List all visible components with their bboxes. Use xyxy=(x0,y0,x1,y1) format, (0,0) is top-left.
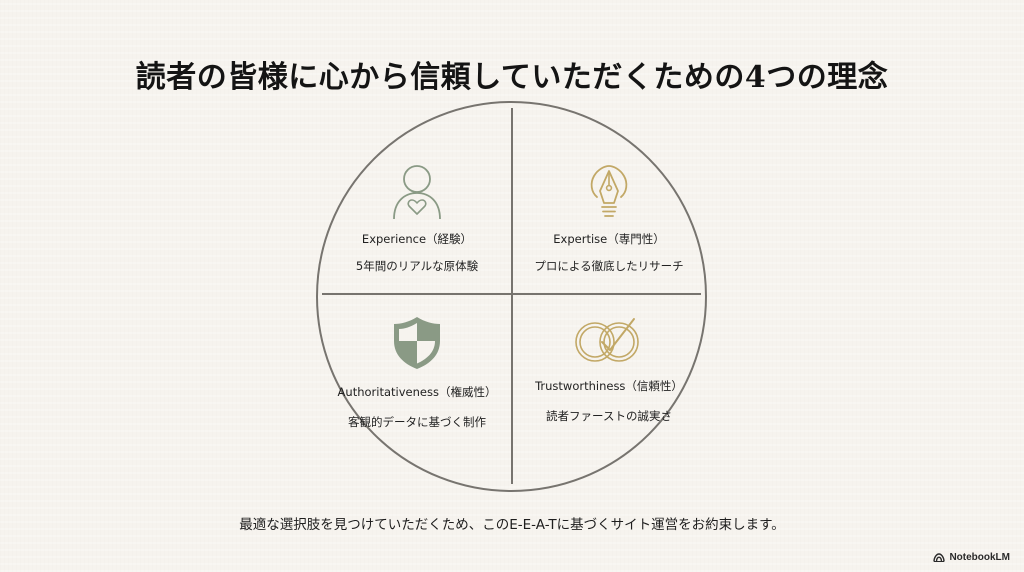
rings-check-icon xyxy=(575,318,639,362)
person-heart-icon xyxy=(393,165,441,220)
quadrant-heading: Trustworthiness（信頼性） xyxy=(535,379,683,393)
quadrant-heading: Experience（経験） xyxy=(361,232,473,246)
quadrant-expertise: Expertise（専門性） プロによる徹底したリサーチ xyxy=(514,163,704,275)
pen-nib-lightbulb-icon xyxy=(590,165,628,217)
eeat-circle-diagram: Experience（経験） 5年間のリアルな原体験 Expertise（専門性… xyxy=(316,101,707,492)
shield-icon xyxy=(394,317,440,369)
quadrant-authoritativeness: Authoritativeness（権威性） 客観的データに基づく制作 xyxy=(322,315,512,431)
quadrant-description: 5年間のリアルな原体験 xyxy=(355,259,479,273)
quadrant-heading: Expertise（専門性） xyxy=(553,232,665,246)
quadrant-description: 読者ファーストの誠実さ xyxy=(546,409,672,423)
quadrant-description: プロによる徹底したリサーチ xyxy=(534,259,684,273)
horizontal-divider xyxy=(322,293,701,295)
page-title: 読者の皆様に心から信頼していただくための4つの理念 xyxy=(135,60,889,96)
brand-label: NotebookLM xyxy=(949,552,1010,563)
vertical-divider xyxy=(511,108,513,484)
quadrant-trustworthiness: Trustworthiness（信頼性） 読者ファーストの誠実さ xyxy=(514,315,704,425)
quadrant-description: 客観的データに基づく制作 xyxy=(348,415,486,429)
diagram-circle-outline xyxy=(316,101,707,492)
brand-watermark: NotebookLM xyxy=(933,552,1010,563)
quadrant-heading: Authoritativeness（権威性） xyxy=(337,385,497,399)
quadrant-experience: Experience（経験） 5年間のリアルな原体験 xyxy=(322,163,512,275)
footer-statement: 最適な選択肢を見つけていただくため、このE-E-A-Tに基づくサイト運営をお約束… xyxy=(239,517,785,533)
notebooklm-logo-icon xyxy=(933,553,946,562)
